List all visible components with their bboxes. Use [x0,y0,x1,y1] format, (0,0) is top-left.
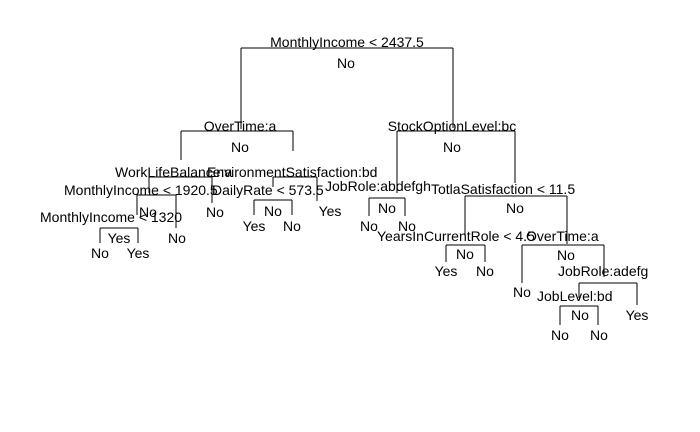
leaf-label: No [91,245,109,261]
split-label-overtime-1: OverTime:a [204,118,277,134]
edge-totlasatisfaction [464,195,568,244]
leaf-label: No [360,218,378,234]
leaf-label: Yes [319,203,342,219]
prediction-totlasatisfaction: No [506,200,524,216]
tree-edges [99,47,638,325]
prediction-overtime-1: No [231,139,249,155]
leaf-label: No [590,327,608,343]
edge-dailyrate [253,199,293,215]
split-label-jobrole-2: JobRole:adefg [558,263,648,279]
split-label-totlasatisfaction: TotlaSatisfaction < 11.5 [431,181,575,197]
leaf-label: No [513,284,531,300]
leaf-label: No [168,230,186,246]
split-label-envsatisfaction: EnvironmentSatisfaction:bd [207,164,377,180]
edge-jobrole-2 [578,282,638,305]
leaf-label: Yes [435,263,458,279]
leaf-label: No [283,218,301,234]
leaf-label: Yes [626,307,649,323]
edge-monthlyincome-1320 [99,227,139,243]
leaf-label: Yes [243,218,266,234]
split-labels: MonthlyIncome < 2437.5 OverTime:a StockO… [40,34,648,304]
prediction-monthlyincome-1920: No [139,204,157,220]
prediction-stockoption: No [443,139,461,155]
edge-overtime-2 [521,244,605,283]
split-label-joblevel: JobLevel:bd [537,288,613,304]
split-label-monthlyincome-1320: MonthlyIncome < 1320 [40,209,182,225]
prediction-monthlyincome-1320: Yes [108,230,131,246]
prediction-yearsincurrentrole: No [456,246,474,262]
prediction-overtime-2: No [557,247,575,263]
split-label-root: MonthlyIncome < 2437.5 [270,34,424,50]
edge-overtime-1 [180,130,294,160]
edge-root [240,47,454,129]
edge-jobrole-1 [368,197,406,216]
edge-monthlyincome-1920 [136,194,177,228]
leaf-label: No [206,204,224,220]
leaf-label: No [398,218,416,234]
edge-stockoption [396,130,516,193]
split-label-stockoption: StockOptionLevel:bc [388,118,516,134]
edge-joblevel [559,305,599,325]
split-label-overtime-2: OverTime:a [526,228,599,244]
split-label-dailyrate: DailyRate < 573.5 [212,182,324,198]
split-label-yearsincurrentrole: YearsInCurrentRole < 4.5 [377,228,535,244]
prediction-joblevel: No [571,307,589,323]
edge-envsatisfaction [272,176,318,201]
prediction-jobrole-1: No [378,200,396,216]
prediction-root: No [337,55,355,71]
node-predictions: No No No No Yes No No No No No No [108,55,590,323]
leaf-label: No [551,327,569,343]
leaf-label: No [476,263,494,279]
terminal-leaves: No Yes No No Yes No Yes No No Yes No No … [91,203,648,343]
edge-yearsincurrentrole [445,244,486,262]
split-label-monthlyincome-1920: MonthlyIncome < 1920.5 [64,182,218,198]
prediction-dailyrate: No [264,203,282,219]
split-label-worklifebalance: WorkLifeBalance:a [115,164,232,180]
split-label-jobrole-1: JobRole:abdefgh [325,178,431,194]
edge-worklifebalance [148,176,213,203]
leaf-label: Yes [127,245,150,261]
